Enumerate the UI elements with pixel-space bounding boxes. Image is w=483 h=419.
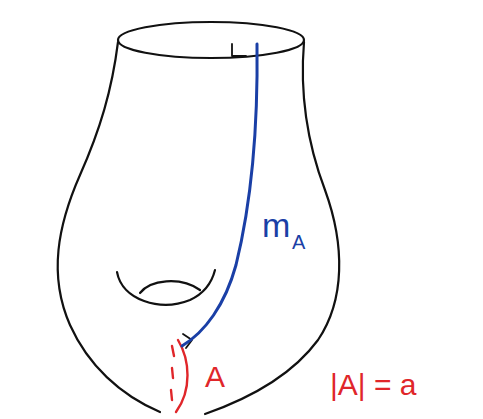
right-angle-mark	[232, 44, 246, 56]
arc-subscript: A	[292, 232, 305, 252]
boundary-ellipse	[118, 22, 304, 58]
surface-outline	[58, 42, 160, 412]
surface-outline	[205, 42, 339, 414]
arc-name: m	[262, 208, 290, 242]
hole-outline	[117, 270, 215, 305]
arc-name: A	[205, 362, 225, 392]
length-note: |A| = a	[330, 370, 416, 400]
arc-A-dashes	[171, 346, 174, 400]
arc-A	[176, 340, 188, 412]
orthogeodesic-mA	[182, 44, 257, 346]
hole-outline	[140, 281, 200, 293]
